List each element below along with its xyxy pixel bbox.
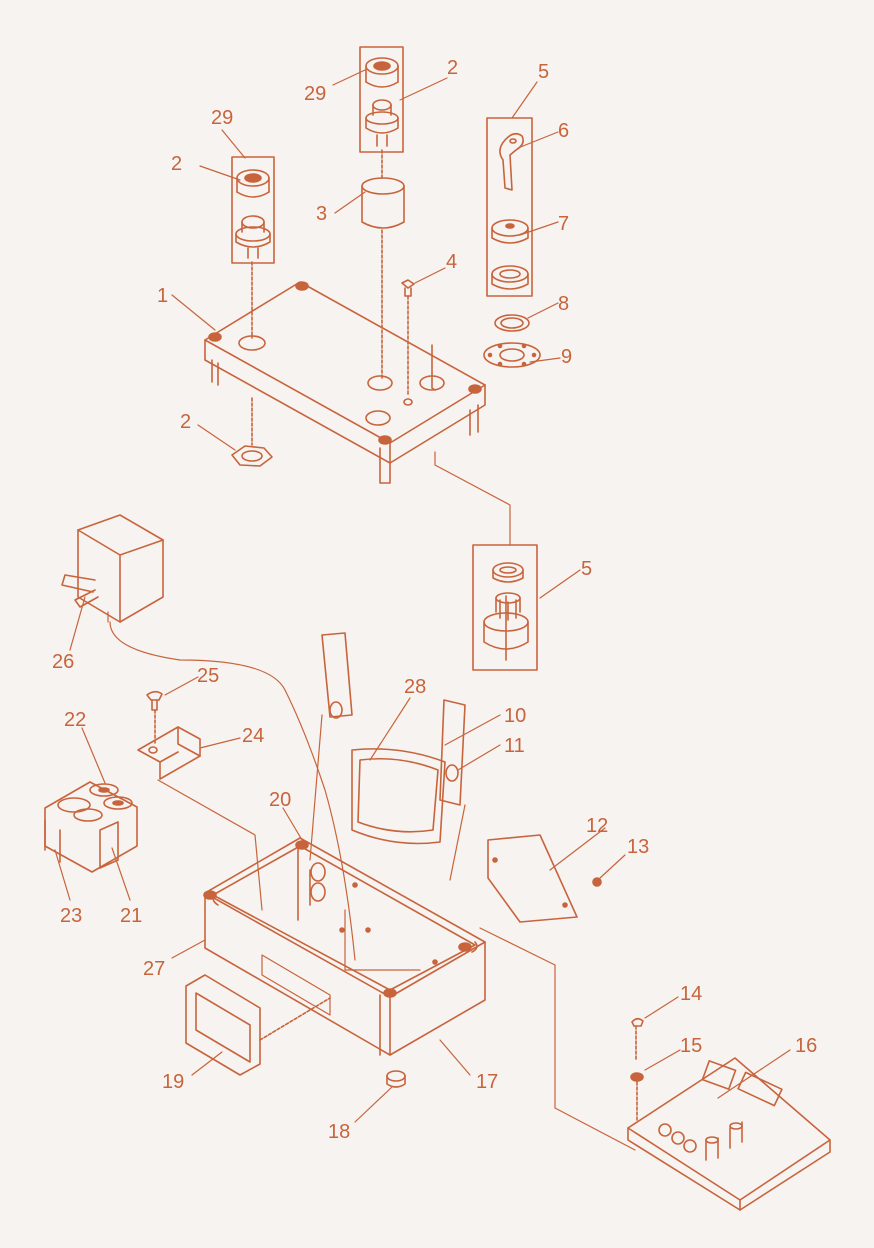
callout-16: 16: [795, 1035, 817, 1057]
screw-part: [401, 279, 415, 396]
callout-7: 7: [558, 213, 569, 235]
circuit-board: [627, 1017, 831, 1211]
button-assembly-left: [231, 156, 275, 446]
callout-1: 1: [157, 285, 168, 307]
callout-13: 13: [627, 836, 649, 858]
callout-14: 14: [680, 983, 702, 1005]
cover-flap: [309, 632, 466, 881]
key-switch-body: [472, 544, 538, 671]
callout-17: 17: [476, 1071, 498, 1093]
key-switch-assembly: [483, 117, 541, 368]
battery-pack: [44, 781, 138, 873]
callout-3: 3: [316, 203, 327, 225]
callout-27: 27: [143, 958, 165, 980]
leader-lid-key: [431, 344, 436, 391]
foot-part: [386, 1070, 406, 1088]
callout-2: 2: [180, 411, 191, 433]
callout-26: 26: [52, 651, 74, 673]
callout-12: 12: [586, 815, 608, 837]
callout-29: 29: [304, 83, 326, 105]
lid-part: [204, 281, 486, 484]
callout-21: 21: [120, 905, 142, 927]
power-adapter: [61, 514, 356, 961]
callout-15: 15: [680, 1035, 702, 1057]
callout-24: 24: [242, 725, 264, 747]
label-plate: [487, 834, 602, 923]
mount-bracket: [137, 690, 263, 911]
window-frame: [185, 974, 331, 1076]
callout-25: 25: [197, 665, 219, 687]
callout-4: 4: [446, 251, 457, 273]
callout-23: 23: [60, 905, 82, 927]
callout-leaders: [54, 69, 791, 1123]
housing-box: [203, 837, 486, 1056]
callout-10: 10: [504, 705, 526, 727]
callout-2: 2: [171, 153, 182, 175]
button-assembly-center: [359, 46, 405, 381]
callout-29: 29: [211, 107, 233, 129]
callout-9: 9: [561, 346, 572, 368]
leader-housing-board: [479, 927, 636, 1151]
callout-6: 6: [558, 120, 569, 142]
callout-5: 5: [581, 558, 592, 580]
leader-lid-switch: [434, 451, 511, 546]
hex-nut: [231, 445, 273, 467]
callout-5: 5: [538, 61, 549, 83]
callout-28: 28: [404, 676, 426, 698]
callout-11: 11: [504, 735, 525, 757]
callout-18: 18: [328, 1121, 350, 1143]
callout-2: 2: [447, 57, 458, 79]
callout-8: 8: [558, 293, 569, 315]
callout-22: 22: [64, 709, 86, 731]
callout-19: 19: [162, 1071, 184, 1093]
callout-20: 20: [269, 789, 291, 811]
